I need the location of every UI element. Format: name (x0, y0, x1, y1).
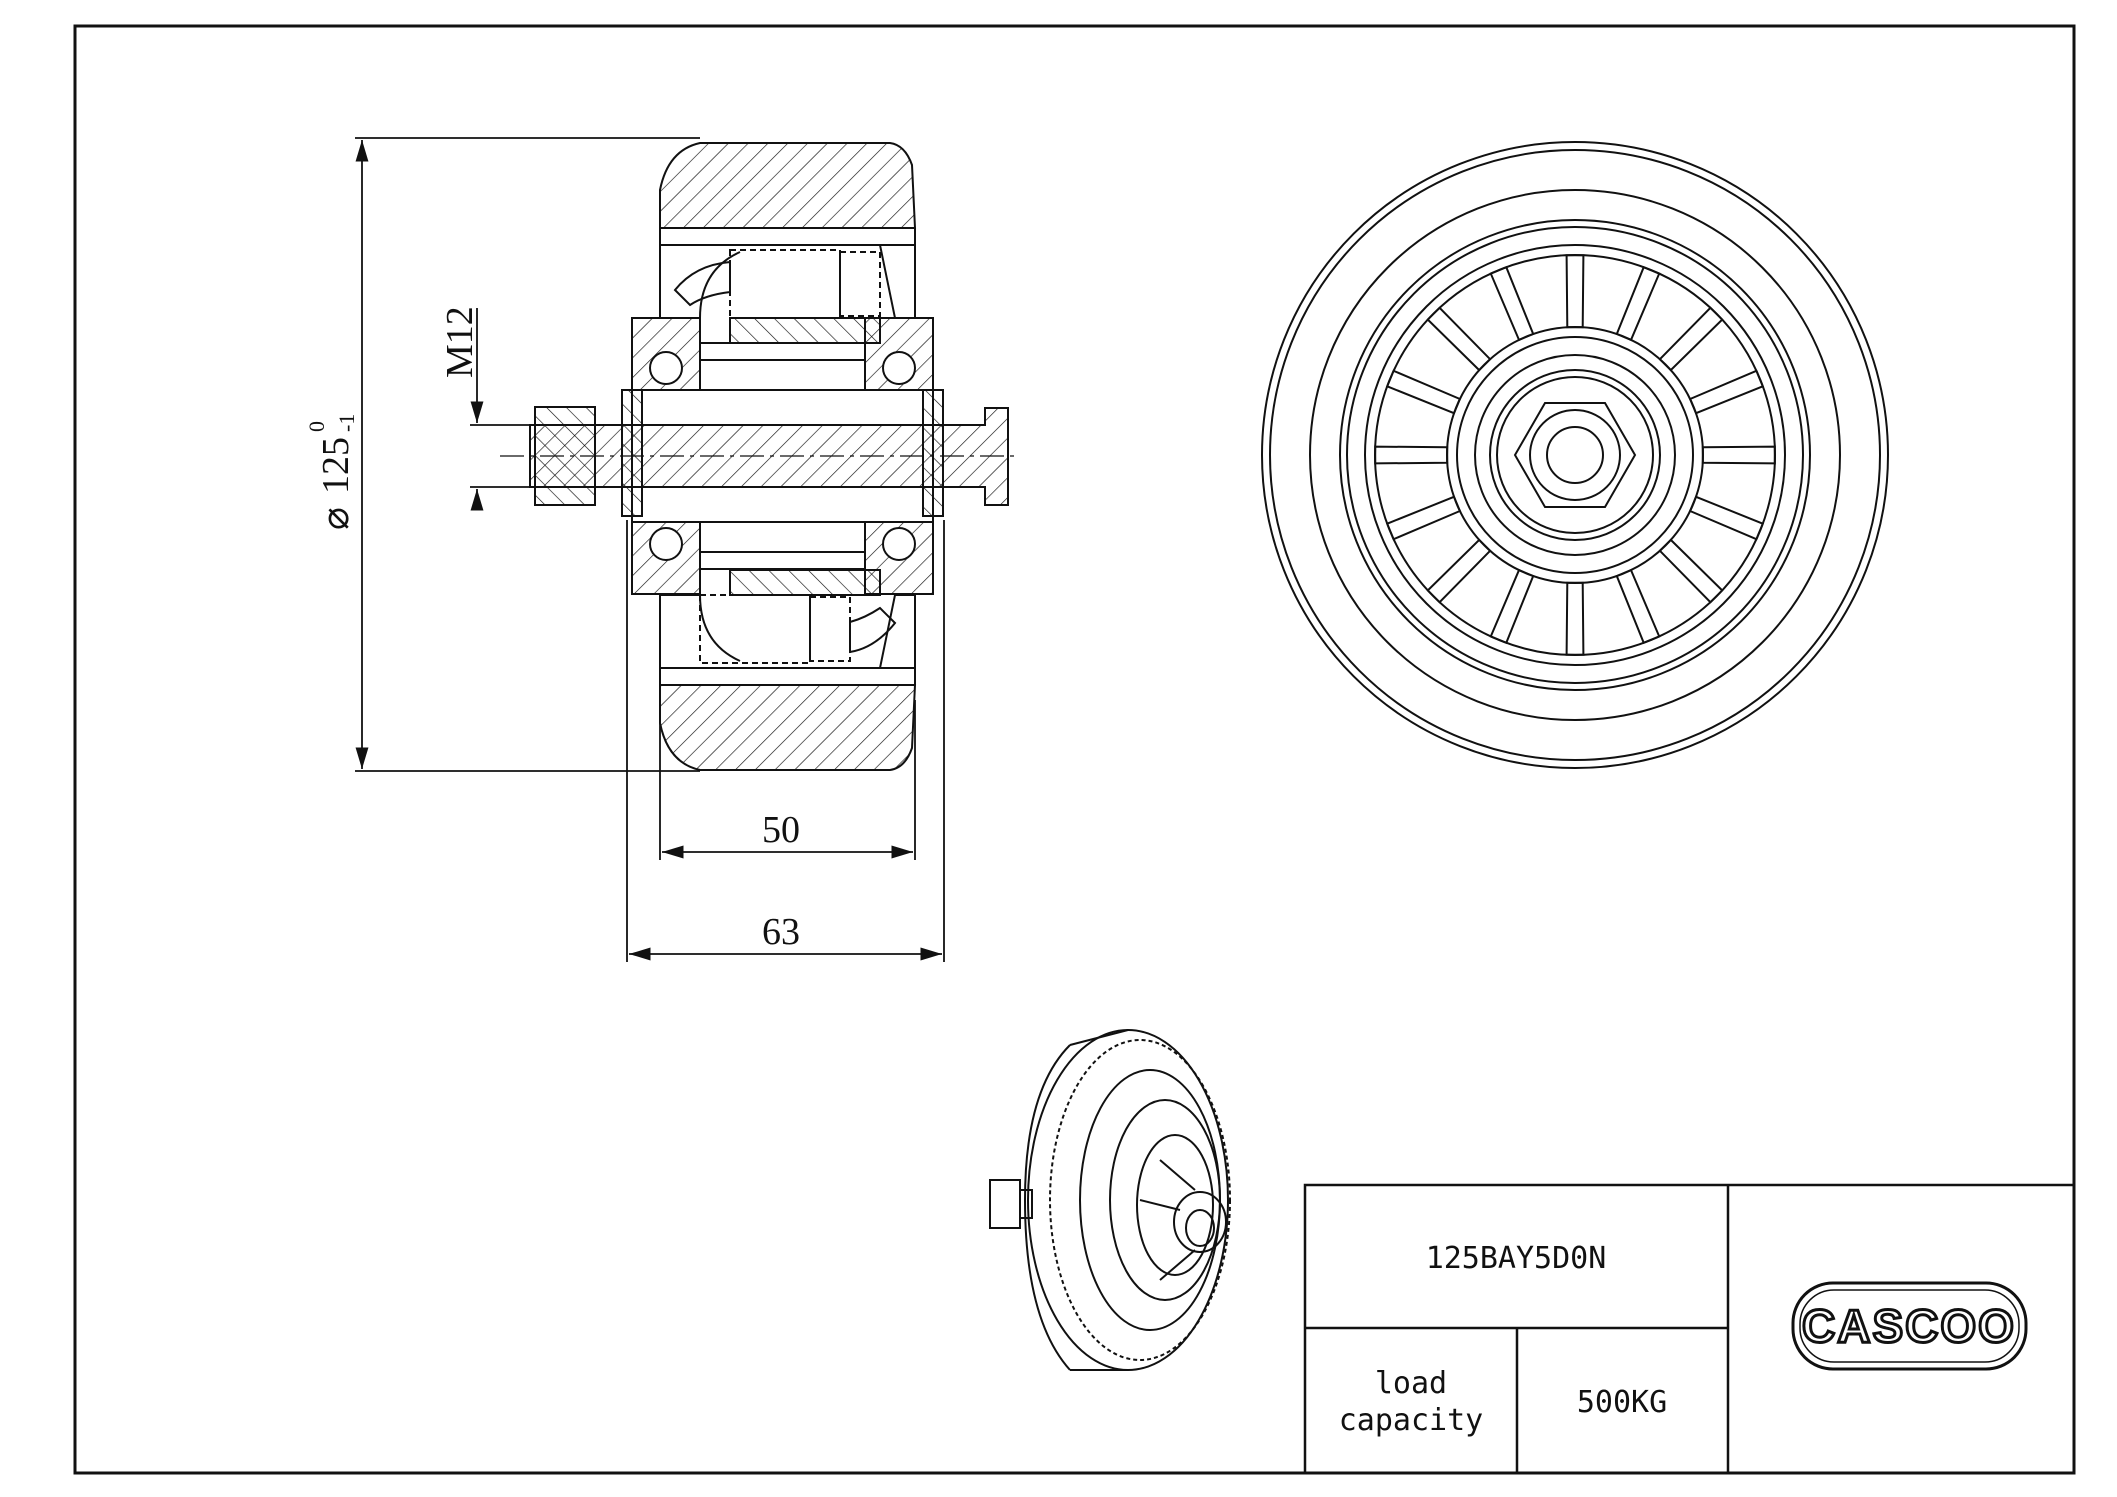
spoke (1701, 445, 1776, 465)
hub-length-label: 63 (762, 911, 800, 953)
logo-text: CASCOO (1802, 1300, 2016, 1352)
roller-bearing-top (729, 249, 841, 319)
spoke (1489, 568, 1535, 645)
spoke (1688, 495, 1765, 541)
spoke (1565, 254, 1585, 329)
spoke (1489, 265, 1535, 342)
spoke (1385, 495, 1462, 541)
rim-bottom (660, 594, 916, 669)
isometric-view (989, 1029, 1231, 1371)
section-view (500, 142, 1020, 771)
load-label-line2: capacity (1339, 1403, 1484, 1438)
part-number: 125BAY5D0N (1426, 1241, 1607, 1276)
rim-top (660, 244, 916, 319)
tread-width-label: 50 (762, 809, 800, 851)
company-logo: CASCOO (1791, 1281, 2028, 1371)
spoke (1374, 445, 1449, 465)
diameter-value: 125 (315, 437, 357, 494)
title-block (1303, 1183, 2076, 1475)
iso-nut-left (989, 1179, 1021, 1229)
spoke (1426, 306, 1492, 372)
load-label-line1: load (1375, 1366, 1447, 1401)
spoke (1615, 568, 1661, 645)
inner-sleeve-top (729, 317, 881, 344)
spoke (1688, 369, 1765, 415)
spoke (1426, 538, 1492, 604)
front-view (1261, 141, 1889, 769)
drawing-frame (73, 24, 2076, 1475)
spoke (1385, 369, 1462, 415)
wheel-spokes (1374, 254, 1776, 656)
hub-length-dimension (626, 520, 945, 962)
diameter-symbol: ⌀ (315, 507, 357, 530)
diameter-dimension (355, 137, 700, 772)
spoke (1658, 306, 1724, 372)
tyre-top-section (659, 142, 917, 229)
spoke (1615, 265, 1661, 342)
iso-nut-right (1173, 1191, 1227, 1253)
load-value: 500KG (1577, 1385, 1667, 1420)
axle (529, 407, 1009, 506)
diameter-tolerance-upper: 0 (304, 421, 329, 432)
roller-bearing-bottom (699, 594, 811, 664)
spoke (1565, 581, 1585, 656)
diameter-tolerance-lower: -1 (334, 414, 359, 432)
tread-width-dimension (659, 700, 916, 860)
tyre-bottom-section (659, 684, 917, 771)
thread-label: M12 (439, 306, 481, 378)
spoke (1658, 538, 1724, 604)
thread-dimension (470, 308, 535, 511)
hex-nut (1513, 402, 1637, 508)
